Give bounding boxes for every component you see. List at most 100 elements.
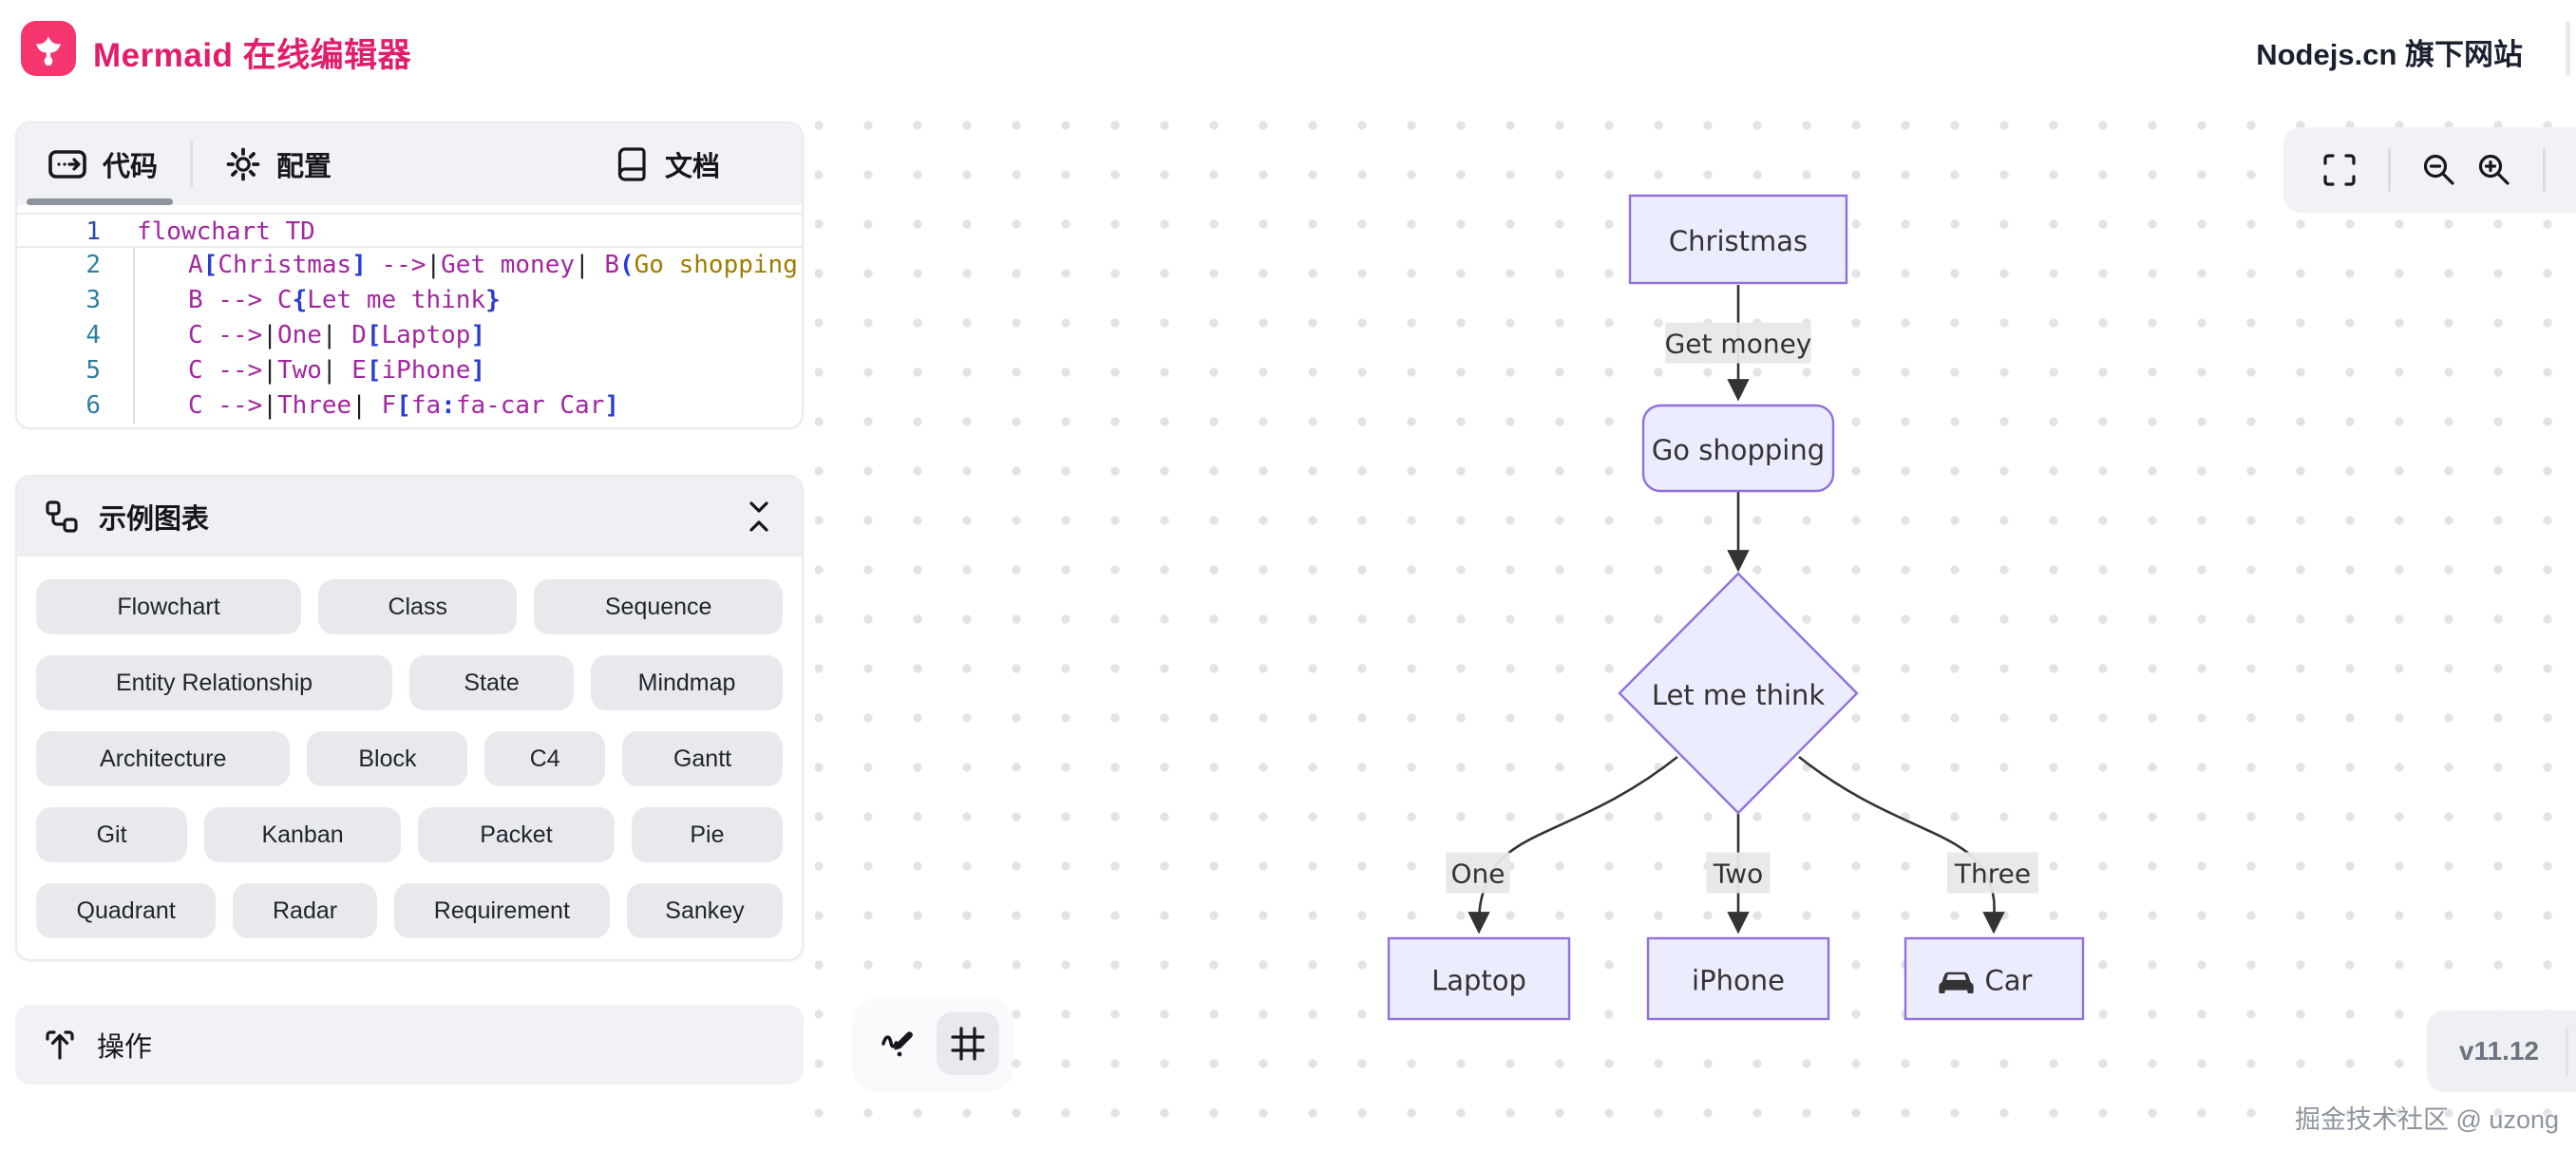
app-header: Mermaid 在线编辑器 Nodejs.cn 旗下网站 <box>0 0 2576 95</box>
header-divider <box>2566 21 2570 76</box>
example-button-kanban[interactable]: Kanban <box>204 807 401 862</box>
svg-text:Let me think: Let me think <box>1652 679 1826 711</box>
toolbar-divider <box>2543 148 2546 192</box>
example-button-c4[interactable]: C4 <box>484 731 606 786</box>
zoom-out-icon <box>2423 154 2454 185</box>
flow-node-go-shopping: Go shopping <box>1641 404 1835 493</box>
fullscreen-button[interactable] <box>2312 142 2367 198</box>
collapse-button[interactable] <box>743 500 775 534</box>
line-number: 6 <box>85 391 101 420</box>
code-line-1[interactable]: 1 flowchart TD <box>17 213 802 248</box>
examples-title: 示例图表 <box>99 504 210 535</box>
svg-text:Laptop: Laptop <box>1431 965 1526 997</box>
watermark: 掘金技术社区 @ uzong <box>2295 1105 2559 1134</box>
canvas-toolbar <box>855 999 1011 1088</box>
example-button-packet[interactable]: Packet <box>418 807 615 862</box>
flow-node-car: Car <box>1904 936 2085 1021</box>
example-button-sequence[interactable]: Sequence <box>534 579 783 634</box>
grid-toggle-button[interactable] <box>937 1012 999 1075</box>
flow-edge-C-F <box>1798 755 2005 934</box>
example-button-sankey[interactable]: Sankey <box>626 883 783 938</box>
actions-bar[interactable]: 操作 <box>15 1005 804 1085</box>
tab-config[interactable]: 配置 <box>219 123 337 205</box>
page-title[interactable]: Mermaid 在线编辑器 <box>93 37 412 74</box>
line-number: 5 <box>85 356 101 385</box>
example-button-git[interactable]: Git <box>36 807 188 862</box>
line-number: 2 <box>85 251 101 279</box>
edge-label-get-money: Get money <box>1665 322 1812 364</box>
line-number: 4 <box>85 321 101 349</box>
example-button-gantt[interactable]: Gantt <box>622 731 783 786</box>
flow-node-let-me-think: Let me think <box>1618 572 1859 815</box>
zoom-in-icon <box>2478 154 2510 185</box>
example-button-mindmap[interactable]: Mindmap <box>591 655 783 710</box>
svg-text:Three: Three <box>1954 859 2031 890</box>
code-line-3[interactable]: 3 B --> C{Let me think} <box>17 283 802 318</box>
zoom-in-button[interactable] <box>2467 142 2522 198</box>
flow-node-iphone: iPhone <box>1646 936 1830 1021</box>
example-button-architecture[interactable]: Architecture <box>36 731 291 786</box>
mermaid-logo-icon[interactable] <box>21 21 76 76</box>
tab-config-label: 配置 <box>276 152 332 182</box>
code-line-content: B --> C{Let me think} <box>133 283 501 318</box>
svg-text:Car: Car <box>1985 965 2033 997</box>
version-badge: v11.12 <box>2426 1010 2576 1092</box>
upload-icon <box>42 1027 78 1063</box>
examples-header: 示例图表 <box>17 477 802 557</box>
line-number: 1 <box>85 217 101 246</box>
zoom-toolbar <box>2283 127 2576 213</box>
workflow-icon <box>44 499 80 535</box>
chevrons-down-up-icon <box>749 501 768 532</box>
code-line-content: C -->|One| D[Laptop] <box>133 318 485 353</box>
example-button-class[interactable]: Class <box>318 579 518 634</box>
edge-label-one: One <box>1446 852 1510 894</box>
tab-divider <box>190 141 194 188</box>
code-line-content: flowchart TD <box>137 217 315 246</box>
example-button-flowchart[interactable]: Flowchart <box>36 579 302 634</box>
example-button-requirement[interactable]: Requirement <box>393 883 610 938</box>
flow-node-christmas: Christmas <box>1628 194 1848 285</box>
example-button-radar[interactable]: Radar <box>233 883 377 938</box>
gear-icon <box>225 146 261 182</box>
header-site-label[interactable]: Nodejs.cn 旗下网站 <box>2256 38 2523 71</box>
flow-node-laptop: Laptop <box>1387 936 1571 1021</box>
code-icon <box>47 147 87 181</box>
grid-icon <box>951 1027 985 1061</box>
code-line-4[interactable]: 4 C -->|One| D[Laptop] <box>17 318 802 353</box>
pencil-scribble-icon <box>881 1031 913 1057</box>
tab-code[interactable]: 代码 <box>26 123 174 205</box>
svg-text:Christmas: Christmas <box>1669 225 1808 257</box>
example-button-block[interactable]: Block <box>307 731 468 786</box>
tab-docs[interactable]: 文档 <box>610 123 726 205</box>
edge-label-three: Three <box>1947 852 2038 894</box>
zoom-out-button[interactable] <box>2412 142 2467 198</box>
svg-text:Two: Two <box>1713 859 1764 890</box>
example-button-pie[interactable]: Pie <box>631 807 783 862</box>
actions-label: 操作 <box>97 1032 153 1063</box>
svg-text:iPhone: iPhone <box>1692 965 1785 997</box>
draw-mode-button[interactable] <box>866 1012 929 1075</box>
edge-label-two: Two <box>1706 852 1771 894</box>
svg-text:Get money: Get money <box>1665 329 1812 360</box>
car-icon <box>1939 972 1974 994</box>
book-icon <box>616 146 650 182</box>
fullscreen-icon <box>2323 154 2356 186</box>
editor-tab-bar: 代码 配置 文档 <box>17 123 802 205</box>
example-button-entity-relationship[interactable]: Entity Relationship <box>36 655 392 710</box>
tab-code-label: 代码 <box>103 152 159 182</box>
line-number: 3 <box>85 286 101 314</box>
tab-docs-label: 文档 <box>664 152 720 182</box>
svg-text:One: One <box>1450 859 1505 890</box>
example-button-quadrant[interactable]: Quadrant <box>36 883 217 938</box>
example-button-state[interactable]: State <box>409 655 575 710</box>
toolbar-divider <box>2388 148 2391 192</box>
